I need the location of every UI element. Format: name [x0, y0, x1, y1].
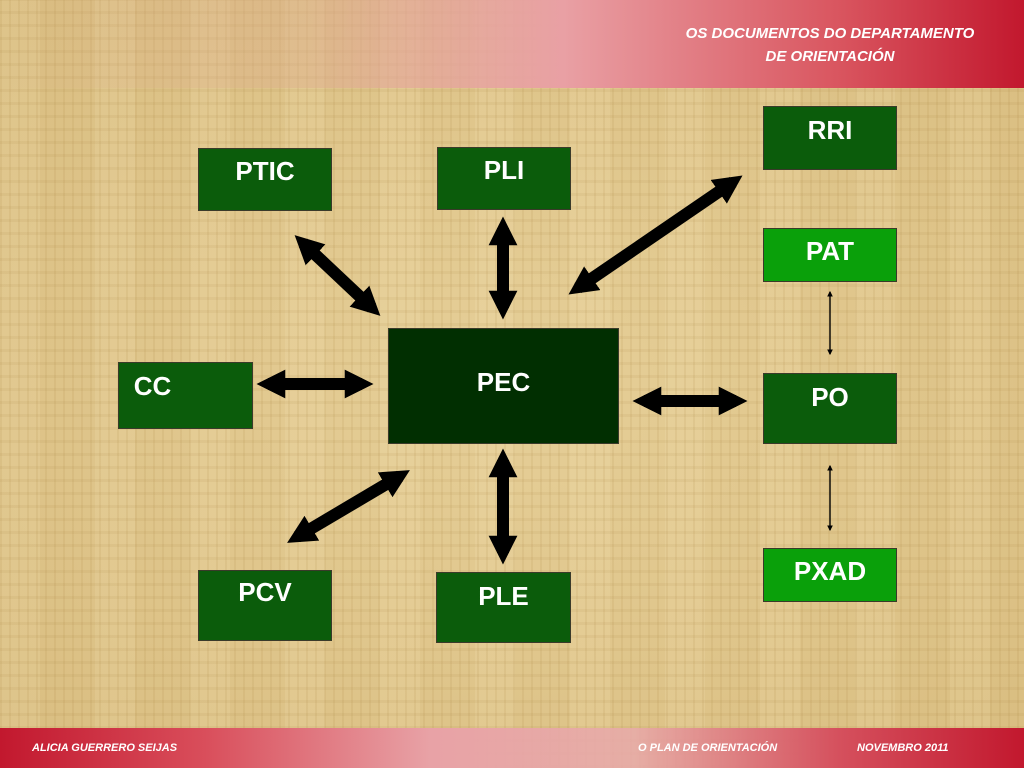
node-po-label: PO [811, 382, 849, 412]
node-rri-label: RRI [807, 115, 853, 145]
node-po: PO [763, 373, 897, 444]
footer-author: ALICIA GUERRERO SEIJAS [32, 742, 178, 754]
arrow-pec-ptic [294, 235, 381, 316]
node-pxad-label: PXAD [793, 556, 867, 586]
node-cc: CC [118, 362, 253, 429]
slide-title-line1: OS DOCUMENTOS DO DEPARTAMENTO [685, 25, 975, 42]
node-pli-label: PLI [483, 155, 525, 185]
node-pat: PAT [763, 228, 897, 282]
node-ple: PLE [436, 572, 571, 643]
footer-topic: O PLAN DE ORIENTACIÓN [638, 742, 778, 754]
node-pxad: PXAD [763, 548, 897, 602]
footer-band [0, 728, 1024, 768]
node-ptic: PTIC [198, 148, 332, 211]
arrow-pec-pcv [287, 470, 410, 543]
slide-title: OS DOCUMENTOS DO DEPARTAMENTO DE ORIENTA… [640, 22, 1020, 68]
slide-title-line2: DE ORIENTACIÓN [765, 48, 895, 65]
node-pec: PEC [388, 328, 619, 444]
node-ptic-label: PTIC [235, 156, 295, 186]
node-pat-label: PAT [805, 236, 855, 266]
footer-date: NOVEMBRO 2011 [857, 742, 949, 754]
node-pec-label: PEC [476, 367, 531, 397]
arrow-pec-rri [568, 175, 743, 295]
node-rri: RRI [763, 106, 897, 170]
node-pcv-label: PCV [238, 577, 292, 607]
node-ple-label: PLE [478, 581, 529, 611]
header-band [0, 0, 1024, 88]
node-pli: PLI [437, 147, 571, 210]
node-cc-label: CC [133, 371, 172, 401]
node-pcv: PCV [198, 570, 332, 641]
